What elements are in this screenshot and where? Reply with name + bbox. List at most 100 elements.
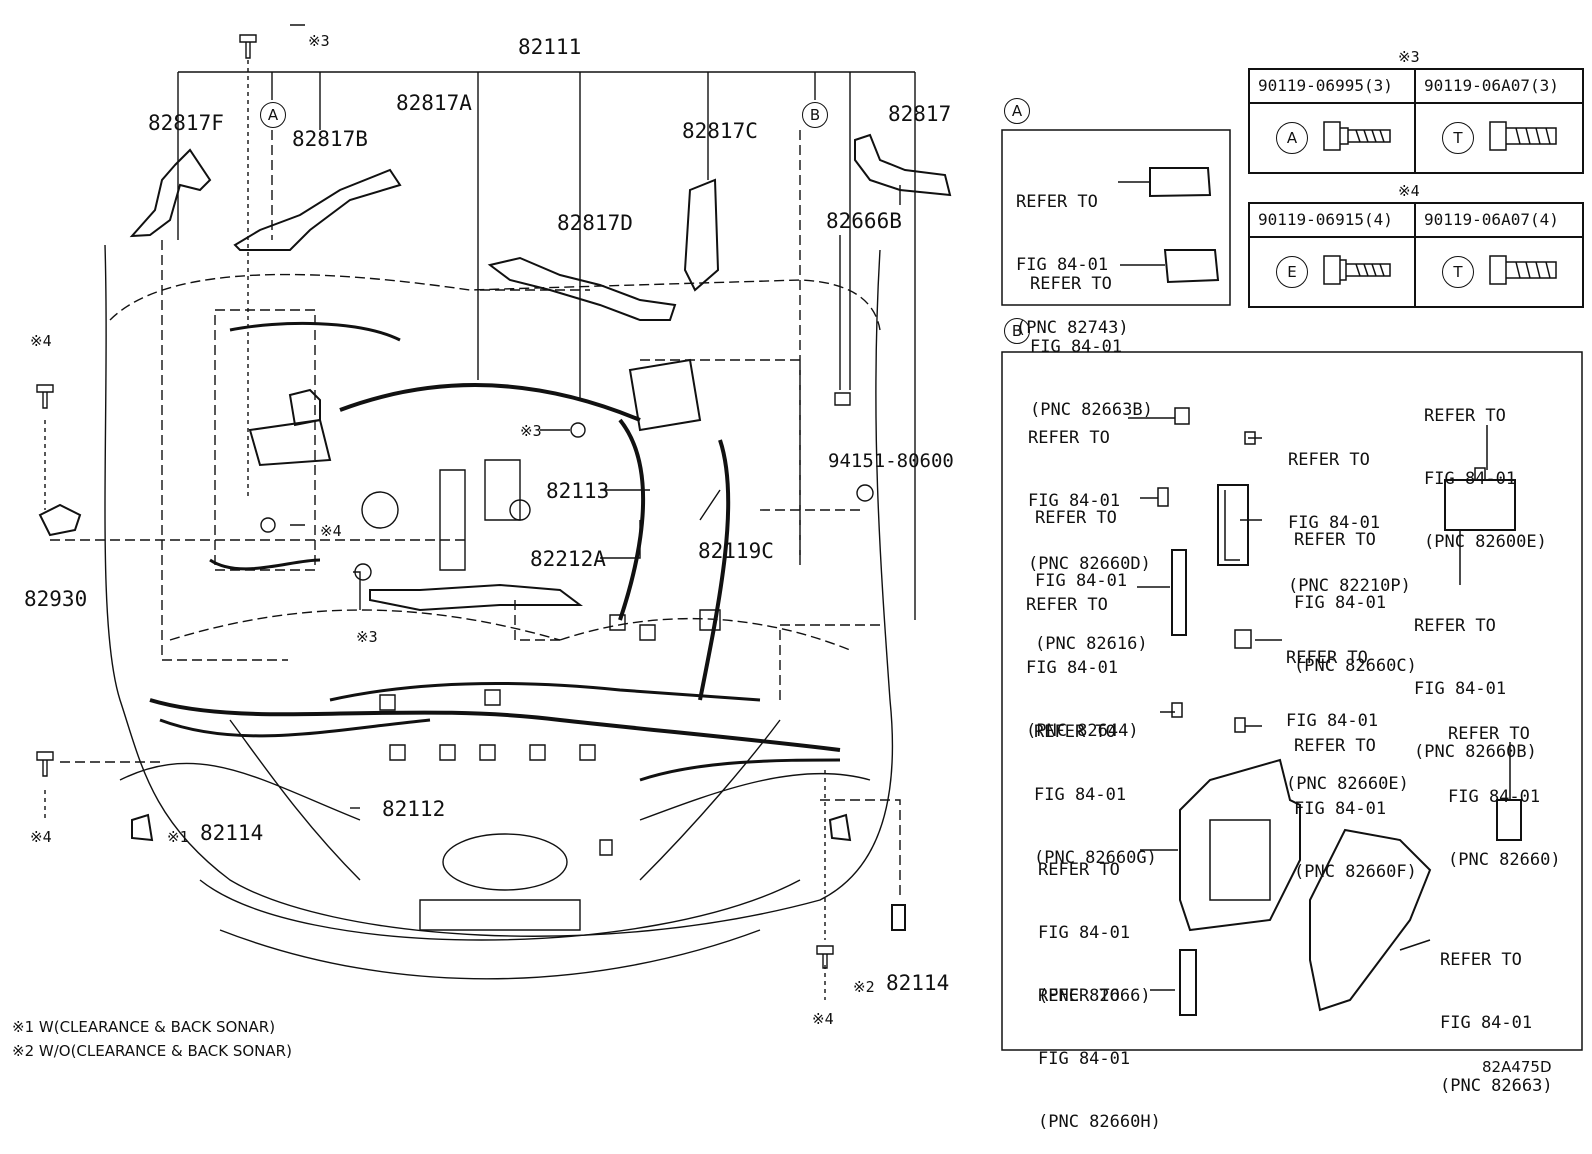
note-mark-1: ※1 — [167, 828, 189, 846]
bolt-head-icon-a: A — [1276, 122, 1308, 154]
note-mark-4-lower: ※4 — [30, 828, 52, 846]
ref-line: REFER TO — [1294, 736, 1376, 756]
ref-line: (PNC 82660H) — [1038, 1112, 1161, 1132]
bolt-pn-90119-06a07-3: 90119-06A07(3) — [1424, 76, 1559, 95]
ref-82743: REFER TO FIG 84-01 (PNC 82743) — [1016, 150, 1129, 360]
ref-line: FIG 84-01 — [1294, 799, 1387, 819]
bolt-head-icon-t: T — [1442, 122, 1474, 154]
ref-line: REFER TO — [1424, 406, 1506, 426]
ref-82660h: REFER TO FIG 84-01 (PNC 82660H) — [1038, 944, 1161, 1154]
bolt-side-icon — [1489, 121, 1557, 151]
ref-line: FIG 84-01 — [1016, 255, 1109, 275]
footnote-1: ※1 W(CLEARANCE & BACK SONAR) — [12, 1018, 276, 1036]
part-label-82119C: 82119C — [698, 539, 774, 563]
section-circle-b: B — [1004, 318, 1030, 344]
ref-82666: REFER TO FIG 84-01 (PNC 82666) — [1038, 818, 1151, 1028]
bolt-pn-90119-06915: 90119-06915(4) — [1258, 210, 1393, 229]
ref-line: FIG 84-01 — [1294, 593, 1387, 613]
part-label-82817C: 82817C — [682, 119, 758, 143]
ref-line: FIG 84-01 — [1034, 785, 1127, 805]
bolt-side-icon — [1323, 255, 1391, 285]
bolt-group-3-mark: ※3 — [1398, 48, 1420, 66]
part-label-82666B: 82666B — [826, 209, 902, 233]
ref-line: (PNC 82600E) — [1424, 532, 1547, 552]
ref-line: (PNC 82660C) — [1294, 656, 1417, 676]
ref-line: FIG 84-01 — [1038, 1049, 1131, 1069]
note-mark-3-top: ※3 — [308, 32, 330, 50]
ref-line: (PNC 82660G) — [1034, 848, 1157, 868]
part-label-82817B: 82817B — [292, 127, 368, 151]
ref-line: FIG 84-01 — [1028, 491, 1121, 511]
ref-line: (PNC 82660B) — [1414, 742, 1537, 762]
ref-82663b: REFER TO FIG 84-01 (PNC 82663B) — [1030, 232, 1153, 442]
ref-line: FIG 84-01 — [1038, 923, 1131, 943]
part-label-82212A: 82212A — [530, 547, 606, 571]
ref-82660b: REFER TO FIG 84-01 (PNC 82660B) — [1414, 574, 1537, 784]
note-mark-4-left: ※4 — [30, 332, 52, 350]
part-label-82114-w: 82114 — [200, 821, 264, 845]
part-label-82113: 82113 — [546, 479, 610, 503]
ref-82660: REFER TO FIG 84-01 (PNC 82660) — [1448, 682, 1561, 892]
ref-line: REFER TO — [1038, 986, 1120, 1006]
ref-line: FIG 84-01 — [1440, 1013, 1533, 1033]
ref-line: REFER TO — [1028, 428, 1110, 448]
engine-bay-wiring-drawing — [36, 24, 1583, 1051]
ref-line: (PNC 82663) — [1440, 1076, 1553, 1096]
part-label-82930: 82930 — [24, 587, 88, 611]
bolt-pn-90119-06a07-4: 90119-06A07(4) — [1424, 210, 1559, 229]
ref-line: (PNC 82210P) — [1288, 576, 1411, 596]
bolt-side-icon — [1489, 255, 1557, 285]
ref-line: REFER TO — [1035, 508, 1117, 528]
footnote-2: ※2 W/O(CLEARANCE & BACK SONAR) — [12, 1042, 292, 1060]
bolt-table-group-3: 90119-06995(3) 90119-06A07(3) A T — [1248, 68, 1584, 174]
ref-line: REFER TO — [1414, 616, 1496, 636]
ref-82660e: REFER TO FIG 84-01 (PNC 82660E) — [1286, 606, 1409, 816]
ref-line: REFER TO — [1288, 450, 1370, 470]
part-label-82112: 82112 — [382, 797, 446, 821]
part-label-82817D: 82817D — [557, 211, 633, 235]
ref-line: REFER TO — [1440, 950, 1522, 970]
part-label-82817: 82817 — [888, 102, 952, 126]
ref-line: REFER TO — [1448, 724, 1530, 744]
ref-82600e: REFER TO FIG 84-01 (PNC 82600E) — [1424, 364, 1547, 574]
ref-82660g: REFER TO FIG 84-01 (PNC 82660G) — [1034, 680, 1157, 890]
figure-code: 82A475D — [1482, 1058, 1552, 1076]
ref-line: (PNC 82644) — [1026, 721, 1139, 741]
bolt-head-icon-e: E — [1276, 256, 1308, 288]
ref-line: REFER TO — [1294, 530, 1376, 550]
callout-circle-b: B — [802, 102, 828, 128]
ref-line: (PNC 82663B) — [1030, 400, 1153, 420]
ref-82660d: REFER TO FIG 84-01 (PNC 82660D) — [1028, 386, 1151, 596]
ref-line: FIG 84-01 — [1414, 679, 1507, 699]
part-label-94151-80600: 94151-80600 — [828, 450, 954, 472]
bolt-pn-90119-06995: 90119-06995(3) — [1258, 76, 1393, 95]
part-label-82817F: 82817F — [148, 111, 224, 135]
ref-82660c: REFER TO FIG 84-01 (PNC 82660C) — [1294, 488, 1417, 698]
ref-line: FIG 84-01 — [1035, 571, 1128, 591]
ref-82210p: REFER TO FIG 84-01 (PNC 82210P) — [1288, 408, 1411, 618]
part-label-82817A: 82817A — [396, 91, 472, 115]
note-mark-4-bottom: ※4 — [812, 1010, 834, 1028]
ref-line: (PNC 82660D) — [1028, 554, 1151, 574]
note-mark-4-mid: ※4 — [320, 522, 342, 540]
ref-line: (PNC 82616) — [1035, 634, 1148, 654]
ref-line: (PNC 82660) — [1448, 850, 1561, 870]
ref-82616: REFER TO FIG 84-01 (PNC 82616) — [1035, 466, 1148, 676]
bolt-group-4-mark: ※4 — [1398, 182, 1420, 200]
section-circle-a: A — [1004, 98, 1030, 124]
ref-line: FIG 84-01 — [1288, 513, 1381, 533]
ref-line: FIG 84-01 — [1030, 337, 1123, 357]
part-label-82114-wo: 82114 — [886, 971, 950, 995]
ref-82660f: REFER TO FIG 84-01 (PNC 82660F) — [1294, 694, 1417, 904]
note-mark-2: ※2 — [853, 978, 875, 996]
ref-line: FIG 84-01 — [1424, 469, 1517, 489]
note-mark-3-center: ※3 — [356, 628, 378, 646]
ref-line: REFER TO — [1038, 860, 1120, 880]
ref-line: REFER TO — [1026, 595, 1108, 615]
ref-line: REFER TO — [1016, 192, 1098, 212]
ref-line: (PNC 82660F) — [1294, 862, 1417, 882]
note-mark-3-mid: ※3 — [520, 422, 542, 440]
ref-line: FIG 84-01 — [1448, 787, 1541, 807]
ref-82663: REFER TO FIG 84-01 (PNC 82663) — [1440, 908, 1553, 1118]
ref-line: FIG 84-01 — [1286, 711, 1379, 731]
